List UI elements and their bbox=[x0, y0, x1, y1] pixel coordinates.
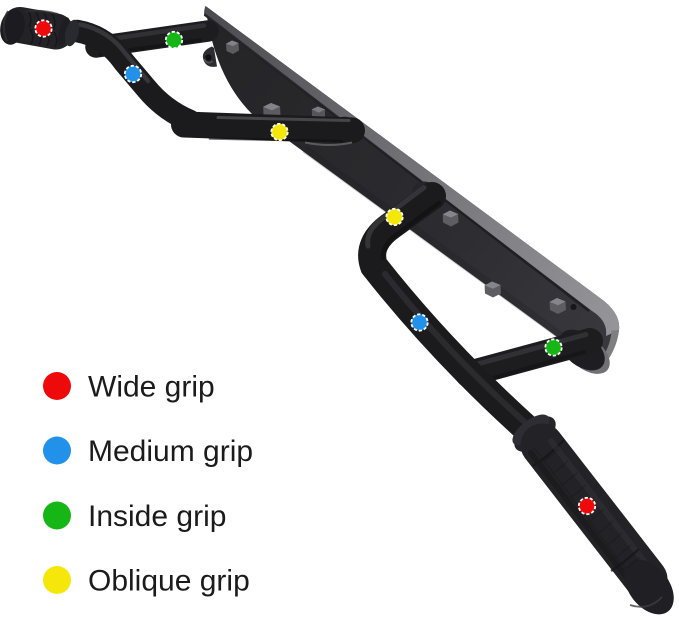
svg-text:Medium grip: Medium grip bbox=[88, 435, 253, 468]
svg-text:Oblique grip: Oblique grip bbox=[88, 565, 250, 598]
svg-text:Wide grip: Wide grip bbox=[88, 371, 215, 404]
svg-text:Inside grip: Inside grip bbox=[88, 500, 226, 533]
